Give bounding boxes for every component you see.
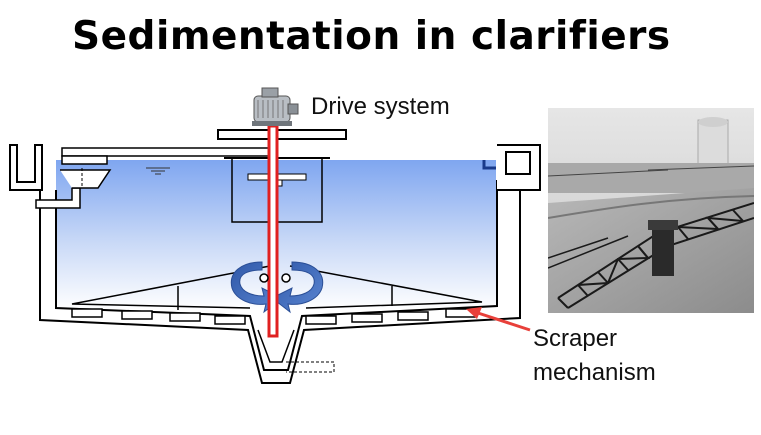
scraper-blades	[71, 308, 477, 325]
slide-title: Sedimentation in clarifiers	[72, 14, 671, 59]
motor-icon	[252, 87, 299, 126]
clarifier-photo	[548, 108, 754, 313]
scraper-label: Scraper	[533, 325, 618, 352]
scraper-pointer-arrow	[466, 307, 531, 332]
drive-shaft	[267, 124, 279, 338]
drive-platform	[217, 129, 347, 140]
scraper-arms	[71, 265, 483, 310]
drive-system-label: Drive system	[311, 93, 450, 120]
mechanism-label: mechanism	[533, 359, 656, 386]
rotation-arrow-right	[271, 261, 324, 314]
tank-wall	[39, 180, 521, 384]
bridge	[61, 147, 273, 157]
water-level-marker	[146, 167, 170, 175]
inlet-trough	[9, 144, 43, 191]
sludge-outlet-pipe	[286, 361, 335, 373]
